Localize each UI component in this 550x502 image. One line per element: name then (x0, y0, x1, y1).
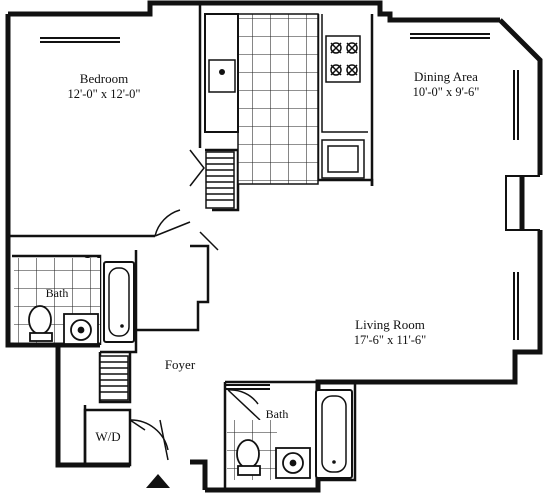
sink-icon (275, 447, 311, 479)
living-room-label: Living Room 17'-6" x 11'-6" (330, 317, 450, 347)
bath-1-fixtures (14, 258, 135, 345)
foyer-label: Foyer (150, 357, 210, 373)
room-name: W/D (95, 429, 121, 444)
bath-2-label: Bath (260, 407, 294, 422)
bath-2-fixtures (227, 389, 353, 480)
refrigerator-icon (321, 139, 365, 179)
toilet-icon (236, 439, 261, 476)
room-dimensions: 10'-0" x 9'-6" (412, 84, 480, 99)
room-name: Foyer (164, 357, 196, 372)
sink-icon (208, 59, 236, 93)
windows (40, 33, 519, 390)
right-wall-pier (505, 175, 540, 231)
room-name: Bath (45, 286, 69, 300)
room-dimensions: 17'-6" x 11'-6" (353, 332, 427, 347)
washer-dryer-label: W/D (88, 429, 128, 445)
sink-icon (63, 313, 99, 345)
room-name: Bedroom (79, 71, 129, 86)
kitchen (204, 13, 368, 185)
room-name: Dining Area (414, 69, 478, 84)
stove-icon (325, 35, 361, 83)
entry-arrow-icon (146, 474, 170, 488)
dining-area-label: Dining Area 10'-0" x 9'-6" (392, 69, 500, 99)
bedroom-label: Bedroom 12'-0" x 12'-0" (54, 71, 154, 101)
bath-1-label: Bath (40, 286, 74, 301)
room-name: Bath (265, 407, 289, 421)
room-name: Living Room (355, 317, 425, 332)
room-dimensions: 12'-0" x 12'-0" (67, 86, 141, 101)
closet-shelving (99, 151, 235, 401)
toilet-icon (28, 305, 53, 342)
kitchen-tile-floor (237, 13, 319, 185)
